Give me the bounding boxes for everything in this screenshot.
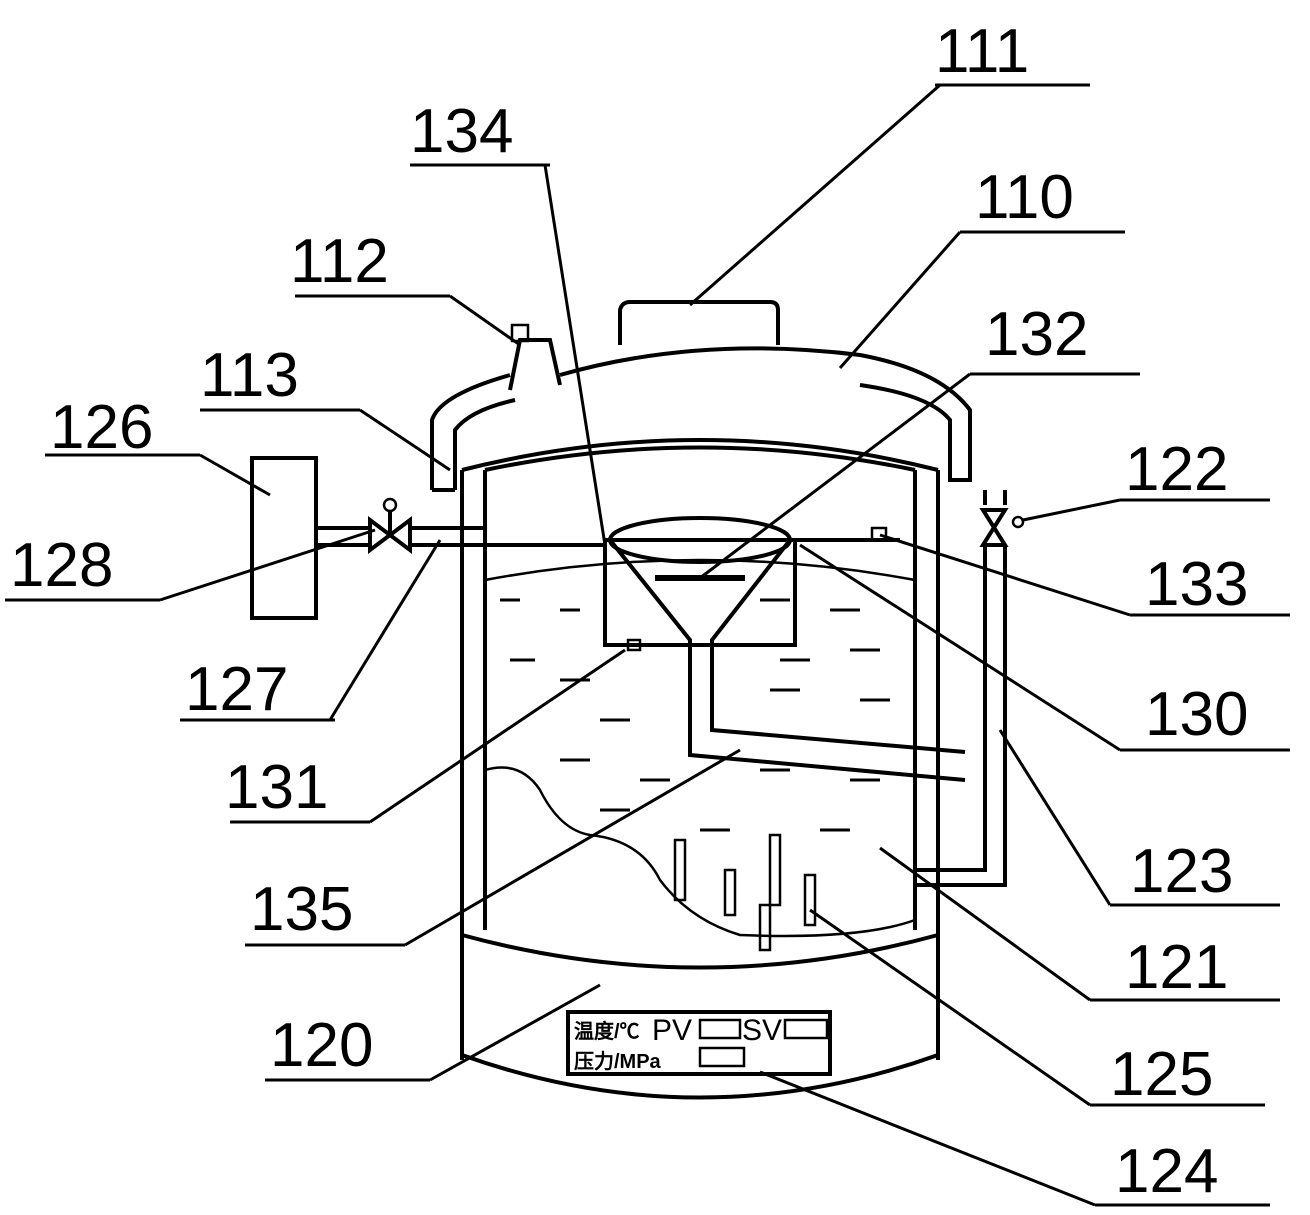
label-124: 124 — [1115, 1137, 1218, 1206]
label-134: 134 — [410, 97, 513, 166]
valve-port — [508, 338, 562, 391]
label-131: 131 — [225, 753, 328, 822]
reference-numerals: 111 134 110 112 132 113 126 122 128 133 … — [10, 17, 1248, 1206]
lid-handle — [618, 300, 780, 345]
label-123: 123 — [1130, 837, 1233, 906]
gas-tank — [250, 456, 605, 620]
label-111: 111 — [935, 17, 1029, 86]
leader-lines — [5, 83, 1290, 1207]
lid — [430, 300, 972, 492]
panel-sv-label: SV — [742, 1014, 782, 1047]
label-127: 127 — [185, 655, 288, 724]
label-128: 128 — [10, 531, 113, 600]
label-130: 130 — [1145, 680, 1248, 749]
label-121: 121 — [1125, 933, 1228, 1002]
label-126: 126 — [50, 393, 153, 462]
label-133: 133 — [1145, 550, 1248, 619]
side-pipe — [915, 490, 1025, 887]
funnel — [603, 516, 966, 782]
liquid — [484, 558, 916, 938]
panel-temp-label: 温度/℃ — [574, 1019, 640, 1043]
panel-pv-label: PV — [652, 1014, 692, 1047]
label-110: 110 — [975, 163, 1074, 232]
panel-pressure-label: 压力/MPa — [574, 1050, 662, 1073]
label-132: 132 — [985, 300, 1088, 369]
heater-rods — [673, 833, 817, 952]
label-113: 113 — [200, 341, 299, 410]
label-125: 125 — [1110, 1040, 1213, 1109]
label-120: 120 — [270, 1011, 373, 1080]
label-122: 122 — [1125, 435, 1228, 504]
control-panel: 温度/℃ PV SV 压力/MPa — [566, 1010, 832, 1076]
label-112: 112 — [290, 227, 389, 296]
label-135: 135 — [250, 875, 353, 944]
